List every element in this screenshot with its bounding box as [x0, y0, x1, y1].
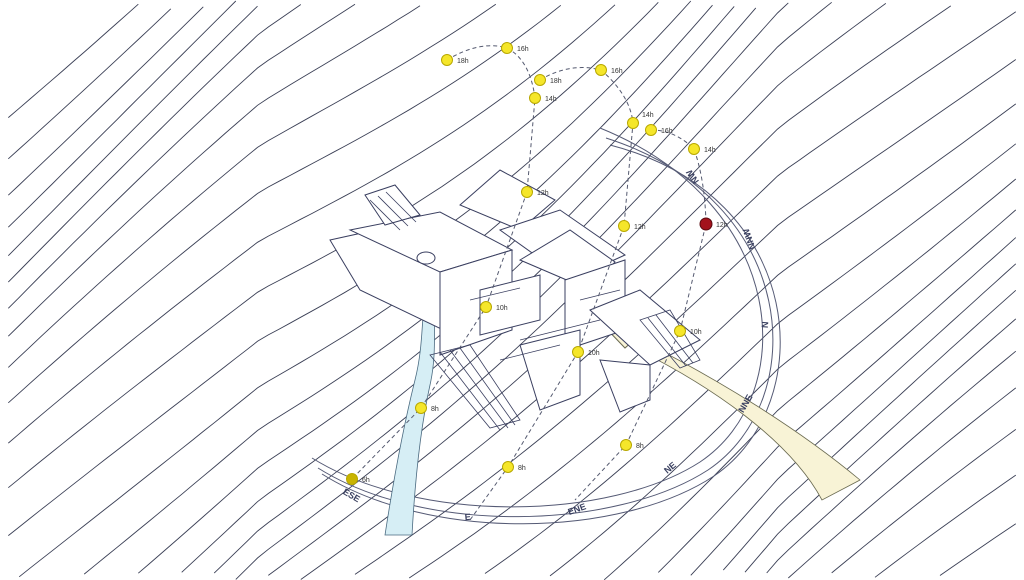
- sun-icon: [674, 325, 686, 337]
- sun-time-label: 10h: [588, 350, 600, 357]
- sun-time-label: 14h: [642, 112, 654, 119]
- contour-line: [7, 6, 204, 196]
- sun-time-label: 16h: [611, 68, 623, 75]
- compass-label: NW: [684, 167, 701, 185]
- sun-time-label: 8h: [518, 465, 526, 472]
- sun-time-label: 12h: [634, 224, 646, 231]
- sun-marker: [627, 117, 639, 129]
- sun-path-line: [574, 129, 707, 501]
- contour-line: [744, 318, 1017, 573]
- sun-icon: [620, 439, 632, 451]
- compass-label: E: [464, 512, 471, 522]
- compass-label: N: [760, 321, 771, 328]
- sun-icon: [529, 92, 541, 104]
- contour-line: [874, 474, 1017, 578]
- sun-time-label: 8h: [431, 406, 439, 413]
- sun-marker: [521, 186, 533, 198]
- sun-marker: [674, 325, 686, 337]
- sun-time-label: 18h: [550, 78, 562, 85]
- sun-time-label: 6h: [362, 477, 370, 484]
- compass-label: ESE: [341, 487, 362, 505]
- sun-icon: [415, 402, 427, 414]
- sun-icon: [595, 64, 607, 76]
- contour-line: [657, 237, 1017, 573]
- contour-line: [7, 5, 421, 337]
- compass-label: NNW: [741, 227, 758, 251]
- contour-line: [83, 6, 735, 575]
- sun-time-label: 8h: [636, 443, 644, 450]
- sun-marker: [645, 124, 657, 136]
- sun-time-label: 12h: [537, 190, 549, 197]
- contour-line: [484, 143, 1017, 574]
- sun-time-label: 16h: [517, 46, 529, 53]
- sun-icon: [645, 124, 657, 136]
- sun-time-label: 10h: [690, 329, 702, 336]
- sun-icon: [521, 186, 533, 198]
- sun-time-label: 14h: [545, 96, 557, 103]
- sun-time-label: 16h: [661, 128, 673, 135]
- contour-line: [8, 0, 692, 536]
- sun-icon: [502, 461, 514, 473]
- contour-line: [939, 523, 1017, 576]
- contour-line: [354, 59, 1017, 575]
- contour-line: [8, 3, 139, 118]
- sun-marker: [688, 143, 700, 155]
- contour-line: [831, 429, 1017, 574]
- sun-marker: [618, 220, 630, 232]
- sun-positions: 18h 16h 18h 14h 12h 10h 8h 6h 16h 14h 12h 10h 8h 16h 1…: [346, 42, 728, 485]
- house-axonometric: [329, 169, 701, 431]
- sun-icon: [346, 473, 358, 485]
- sun-time-labels: 18h 16h 18h 14h 12h 10h 8h 6h 16h 14h 12h 10h 8h 16h 1…: [362, 46, 728, 484]
- sun-icon: [618, 220, 630, 232]
- sun-marker: [529, 92, 541, 104]
- sun-icon: [699, 217, 713, 231]
- sun-icon: [627, 117, 639, 129]
- sun-marker: [502, 461, 514, 473]
- contour-line: [408, 103, 1017, 579]
- contour-line: [722, 289, 1017, 571]
- contour-line: [300, 11, 1017, 580]
- contour-line: [690, 263, 1017, 576]
- sun-marker: [415, 402, 427, 414]
- sun-marker: [441, 54, 453, 66]
- sun-icon: [441, 54, 453, 66]
- sun-marker: [595, 64, 607, 76]
- sun-icon: [688, 143, 700, 155]
- contour-line: [7, 3, 497, 368]
- sun-marker: [534, 74, 546, 86]
- contour-line: [235, 3, 887, 580]
- contour-line: [7, 3, 356, 309]
- contour-line: [766, 350, 1017, 574]
- compass-ring: [311, 127, 781, 525]
- sun-marker: [699, 217, 713, 231]
- contour-line: [7, 5, 258, 257]
- compass-label: NE: [662, 460, 678, 476]
- sun-marker: [572, 346, 584, 358]
- contour-line: [8, 4, 616, 444]
- sun-marker: [480, 301, 492, 313]
- sun-time-label: 10h: [496, 305, 508, 312]
- contour-line: [8, 4, 562, 404]
- sun-marker: [501, 42, 513, 54]
- contour-line: [7, 4, 302, 283]
- sun-icon: [534, 74, 546, 86]
- contour-line: [7, 0, 237, 228]
- contour-line: [18, 4, 713, 578]
- sun-time-label: 18h: [457, 58, 469, 65]
- sun-icon: [480, 301, 492, 313]
- sun-time-label: 12h: [716, 222, 728, 229]
- contour-line: [7, 8, 172, 160]
- sun-icon: [501, 42, 513, 54]
- contour-line: [8, 1, 659, 489]
- contour-line: [603, 209, 1017, 580]
- sun-marker: [346, 473, 358, 485]
- sun-time-label: 14h: [704, 147, 716, 154]
- contour-line: [788, 387, 1017, 579]
- sun-icon: [572, 346, 584, 358]
- sun-marker: [620, 439, 632, 451]
